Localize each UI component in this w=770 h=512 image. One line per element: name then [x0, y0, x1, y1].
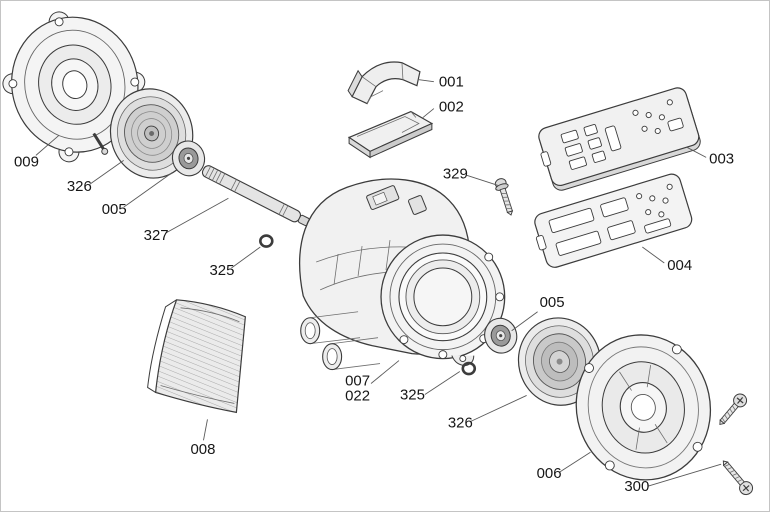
part-325-oring-right	[461, 361, 477, 376]
part-300-screw-b	[722, 460, 754, 496]
leader-lines	[35, 79, 722, 487]
part-300-screw-a	[719, 393, 748, 426]
label-009: 009	[14, 153, 39, 170]
label-002: 002	[439, 99, 464, 116]
part-007-022-pump-body	[299, 178, 506, 371]
part-002-valve-plate	[347, 110, 434, 159]
label-300: 300	[624, 478, 649, 495]
label-008: 008	[191, 441, 216, 458]
label-003: 003	[709, 150, 734, 167]
label-005-right: 005	[540, 294, 565, 311]
part-labels: 009 326 005 327 325 008 001 002 329 003 …	[14, 74, 734, 495]
label-325-left: 325	[209, 262, 234, 279]
part-005-washer-left	[171, 140, 206, 177]
part-008-muffler-screen	[147, 299, 247, 414]
label-326-right: 326	[448, 414, 473, 431]
label-006: 006	[537, 465, 562, 482]
part-329-screw	[494, 178, 514, 216]
label-007: 007	[345, 373, 370, 390]
label-325-right: 325	[400, 386, 425, 403]
label-326-left: 326	[67, 178, 92, 195]
part-006-front-cover	[575, 334, 712, 481]
part-325-oring-left	[259, 234, 274, 248]
label-001: 001	[439, 74, 464, 91]
part-005-washer-right	[484, 317, 518, 354]
label-005-left: 005	[102, 201, 127, 218]
part-327-shaft	[201, 165, 310, 227]
part-003-manifold-plate	[538, 87, 701, 191]
label-329: 329	[443, 165, 468, 182]
part-004-gasket	[534, 173, 693, 268]
part-001-clamp	[347, 61, 421, 105]
part-009-stud	[92, 132, 109, 155]
label-327: 327	[144, 227, 169, 244]
part-009-bearing-cover	[2, 11, 146, 163]
label-022: 022	[345, 387, 370, 404]
label-004: 004	[667, 257, 692, 274]
